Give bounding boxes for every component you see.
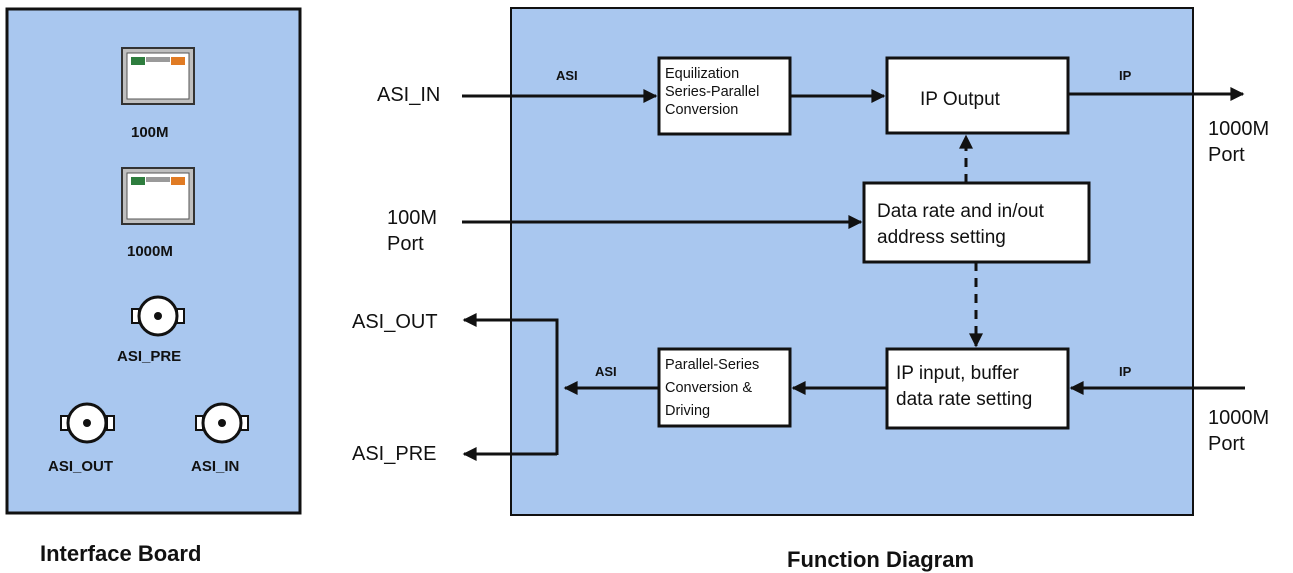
ext-label-in-1000m-line1: 1000M [1208, 407, 1270, 429]
block-parallel-series-line1: Parallel-Series [665, 357, 760, 373]
block-data-rate [862, 181, 1091, 264]
signal-label-asi-top: ASI [556, 68, 578, 83]
signal-label-asi-bottom: ASI [595, 364, 617, 379]
label-1000m: 1000M [127, 243, 173, 260]
label-asi-out: ASI_OUT [48, 458, 114, 475]
ext-label-out-1000m-line2: Port [1208, 144, 1245, 166]
block-parallel-series-line3: Driving [665, 403, 711, 419]
label-asi-pre: ASI_PRE [117, 348, 182, 365]
ext-label-asi-in: ASI_IN [377, 84, 441, 106]
asi-out-line [462, 313, 559, 455]
block-equalization [657, 56, 792, 136]
block-data-rate-line2: address setting [877, 227, 1006, 248]
signal-label-ip-top: IP [1119, 68, 1132, 83]
label-100m: 100M [131, 124, 169, 141]
ext-label-100m-line1: 100M [387, 207, 438, 229]
function-diagram-panel [510, 7, 1194, 516]
block-data-rate-line1: Data rate and in/out [877, 201, 1044, 222]
ext-label-in-1000m-line2: Port [1208, 433, 1245, 455]
bnc-asi-pre-icon [131, 295, 185, 337]
ext-label-out-1000m-line1: 1000M [1208, 118, 1270, 140]
block-equalization-line3: Conversion [665, 102, 739, 118]
block-ip-input-line2: data rate setting [896, 389, 1033, 410]
bnc-asi-in-icon [195, 402, 249, 444]
block-equalization-line2: Series-Parallel [665, 84, 760, 100]
block-parallel-series [657, 347, 792, 428]
signal-label-ip-bottom: IP [1119, 364, 1132, 379]
block-ip-input [885, 347, 1070, 430]
ext-label-asi-out: ASI_OUT [352, 311, 438, 333]
ext-label-100m-line2: Port [387, 233, 424, 255]
rj45-1000m-icon [121, 167, 195, 225]
label-asi-in: ASI_IN [191, 458, 240, 475]
bnc-asi-out-icon [60, 402, 115, 444]
block-equalization-line1: Equilization [665, 66, 740, 82]
ext-label-asi-pre: ASI_PRE [352, 443, 437, 465]
block-parallel-series-line2: Conversion & [665, 380, 753, 396]
function-diagram-caption: Function Diagram [787, 547, 975, 572]
block-ip-input-line1: IP input, buffer [896, 363, 1019, 384]
interface-board-caption: Interface Board [40, 541, 202, 566]
block-ip-output-text: IP Output [920, 89, 1000, 110]
rj45-100m-icon [121, 47, 195, 105]
